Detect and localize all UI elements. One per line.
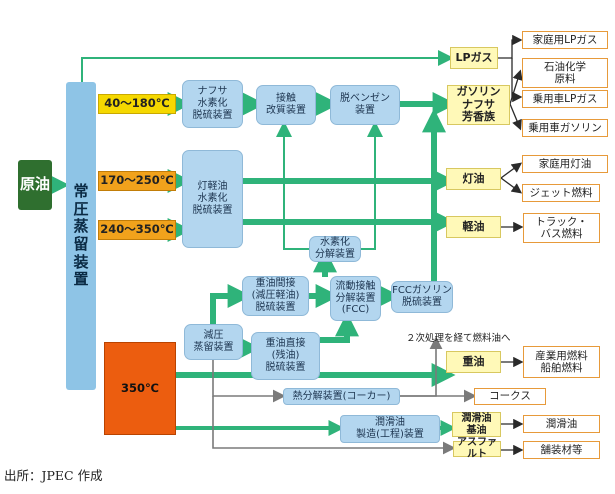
use-jet-fuel: ジェット燃料	[522, 184, 600, 202]
use-auto-lpg: 乗用車LPガス	[522, 90, 608, 108]
arrow-kerosene-to-home	[500, 162, 523, 179]
use-paving-materials: 舗装材等	[523, 441, 600, 459]
atm-char-1: 常	[73, 181, 89, 200]
source-note: 出所：JPEC 作成	[4, 468, 103, 483]
fcc-unit: 流動接触 分解装置 (FCC)	[330, 276, 381, 321]
arrow-lpg-to-home	[498, 34, 523, 59]
atm-char-3: 蒸	[73, 217, 89, 236]
use-lubricating-oil: 潤滑油	[523, 415, 600, 433]
gray-line-vacuum-to-asphalt	[212, 396, 456, 455]
atm-char-6: 置	[73, 270, 89, 289]
lube-oil-manufacturing-unit: 潤滑油 製造(工程)装置	[340, 415, 440, 443]
use-truck-bus-fuel: トラック・ バス燃料	[523, 213, 600, 243]
use-home-kerosene: 家庭用灯油	[522, 155, 608, 173]
kerosene-gasoil-hds-unit: 灯軽油 水素化 脱硫装置	[182, 150, 243, 248]
residue-hds-unit: 重油直接 (残油) 脱硫装置	[251, 332, 320, 380]
cut-gasoil-temp: 240～350℃	[98, 220, 176, 240]
arrow-resid-hds-to-fcc	[320, 312, 359, 343]
product-kerosene: 灯油	[446, 168, 501, 190]
cut-naphtha-temp: 40～180℃	[98, 94, 176, 114]
hydrocracker-unit: 水素化 分解装置	[309, 236, 361, 262]
use-petrochemical-feedstock: 石油化学 原料	[522, 58, 608, 88]
arrow-vacuum-to-vgo	[210, 284, 252, 333]
arrow-kerosene-to-jet	[500, 177, 523, 194]
use-industrial-marine-fuel: 産業用燃料 船舶燃料	[523, 346, 600, 378]
product-lube-base-oil: 潤滑油 基油	[452, 412, 501, 437]
naphtha-hds-unit: ナフサ 水素化 脱硫装置	[182, 80, 243, 128]
secondary-processing-note: ２次処理を経て燃料油へ	[406, 333, 511, 344]
crude-oil-box: 原油	[18, 160, 52, 210]
atm-char-4: 留	[73, 235, 89, 253]
product-gasoline-naphtha-aromatics: ガソリン ナフサ 芳香族	[447, 85, 510, 125]
product-coke: コークス	[474, 388, 546, 405]
atm-char-2: 圧	[73, 199, 89, 218]
atmospheric-distillation-column: 常 圧 蒸 留 装 置	[66, 82, 96, 390]
atm-char-5: 装	[73, 252, 89, 271]
use-home-lpg: 家庭用LPガス	[522, 31, 608, 49]
arrow-hydrocracker-to-reformer	[276, 121, 309, 250]
vacuum-distillation-unit: 減圧 蒸留装置	[184, 324, 243, 360]
gray-line-coker-to-fuel	[400, 336, 443, 397]
product-gas-oil: 軽油	[446, 216, 501, 238]
vgo-hds-unit: 重油間接 (減圧軽油) 脱硫装置	[242, 276, 309, 316]
arrow-atm-to-lpg	[81, 50, 454, 82]
arrow-gasoline-to-petrochem	[509, 69, 523, 105]
debenzene-unit: 脱ベンゼン 装置	[330, 85, 400, 125]
product-asphalt: アスファルト	[453, 437, 501, 460]
catalytic-reformer-unit: 接触 改質装置	[256, 85, 316, 125]
fcc-gasoline-hds-unit: FCCガソリン 脱硫装置	[391, 281, 453, 313]
use-auto-gasoline: 乗用車ガソリン	[522, 119, 608, 137]
arrow-gasoline-to-auto-gasoline	[509, 103, 522, 131]
cut-residue-temp: 350℃	[104, 342, 176, 435]
coker-unit: 熱分解装置(コーカー)	[283, 388, 400, 405]
product-lpg: LPガス	[450, 47, 498, 69]
product-fuel-oil: 重油	[446, 351, 501, 373]
arrow-hydrocracker-to-debenzene	[361, 121, 383, 250]
cut-kerosene-temp: 170～250℃	[98, 171, 176, 191]
